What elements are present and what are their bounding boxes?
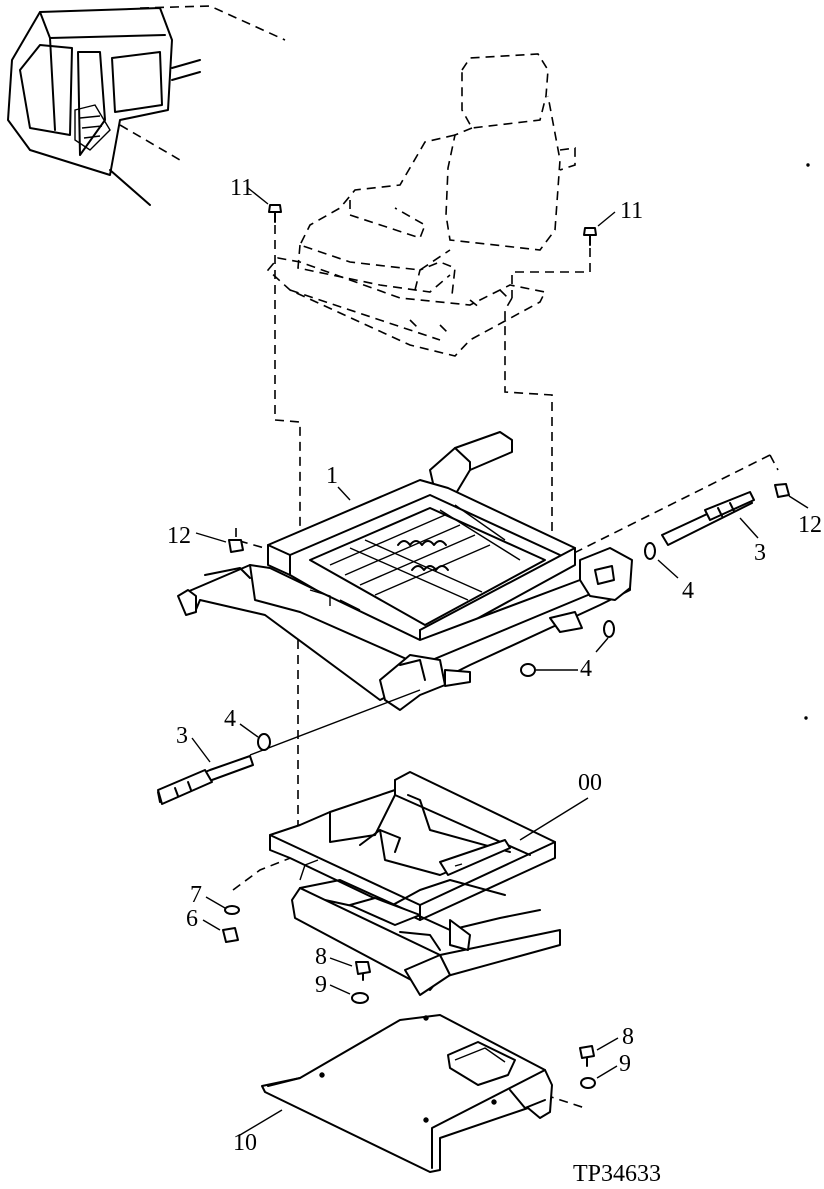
washer-4-left bbox=[239, 723, 271, 751]
pin-3-left bbox=[157, 689, 421, 805]
pin-3-right bbox=[661, 491, 759, 546]
callout-8-right: 8 bbox=[622, 1024, 634, 1050]
nut-12-right bbox=[774, 483, 809, 509]
figure-id: TP34633 bbox=[573, 1161, 661, 1187]
callout-4-left: 4 bbox=[224, 706, 236, 732]
leader-lines bbox=[337, 486, 589, 841]
callout-11-right: 11 bbox=[620, 198, 643, 224]
washer-9-right bbox=[580, 1065, 618, 1089]
callout-9-right: 9 bbox=[619, 1051, 631, 1077]
callout-4-right-lower: 4 bbox=[580, 656, 592, 682]
callout-00: 00 bbox=[578, 770, 602, 796]
seat-phantom bbox=[266, 53, 576, 357]
callout-1: 1 bbox=[326, 463, 338, 489]
cab-locator-inset bbox=[7, 5, 286, 206]
nut-12-left bbox=[195, 532, 244, 553]
nut-6 bbox=[202, 919, 239, 943]
bolt-8-right bbox=[579, 1037, 619, 1067]
upper-frame-assembly bbox=[177, 431, 633, 711]
bolt-8-center bbox=[329, 957, 371, 981]
callout-10: 10 bbox=[233, 1130, 257, 1156]
washer-4-right-lower bbox=[595, 620, 615, 653]
washer-4-right-upper bbox=[644, 542, 679, 579]
washer-4-center bbox=[520, 663, 578, 677]
callout-12-right: 12 bbox=[798, 512, 822, 538]
suspension-assembly bbox=[269, 771, 561, 996]
callout-9-center: 9 bbox=[315, 972, 327, 998]
callout-4-right-upper: 4 bbox=[682, 578, 694, 604]
callout-8-center: 8 bbox=[315, 944, 327, 970]
bolt-11-right bbox=[583, 211, 616, 246]
washer-9-center bbox=[329, 984, 369, 1004]
cover-plate bbox=[239, 1014, 553, 1173]
callout-6: 6 bbox=[186, 906, 198, 932]
callout-12-left: 12 bbox=[167, 523, 191, 549]
callout-7: 7 bbox=[190, 882, 202, 908]
callout-3-right: 3 bbox=[754, 540, 766, 566]
callout-3-left: 3 bbox=[176, 723, 188, 749]
washer-7 bbox=[205, 896, 240, 915]
bolt-11-left bbox=[247, 187, 282, 223]
callout-11-left: 11 bbox=[230, 175, 253, 201]
